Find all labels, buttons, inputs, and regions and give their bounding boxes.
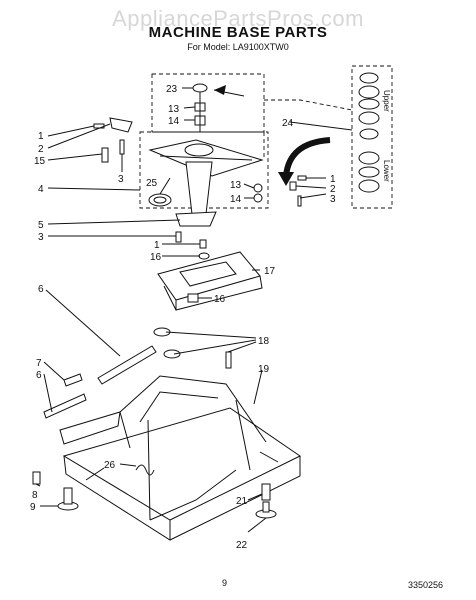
callout-2: 2 bbox=[330, 184, 336, 195]
arrow-head bbox=[214, 85, 226, 95]
callout-14: 14 bbox=[168, 116, 180, 127]
gearcase bbox=[148, 139, 264, 215]
callout-16: 16 bbox=[214, 294, 226, 305]
callout-18: 18 bbox=[258, 336, 270, 347]
callout-9: 9 bbox=[30, 502, 36, 513]
callout-13: 13 bbox=[168, 104, 180, 115]
callout-1: 1 bbox=[38, 131, 44, 142]
callout-3: 3 bbox=[38, 232, 44, 243]
callout-23: 23 bbox=[166, 84, 178, 95]
part-19-frame bbox=[59, 375, 301, 541]
part-6-rail-upper bbox=[97, 345, 157, 385]
part-26-spring bbox=[135, 464, 155, 476]
callout-1: 1 bbox=[154, 240, 160, 251]
part-5-bracket bbox=[175, 211, 217, 227]
part-23-seal bbox=[192, 83, 208, 93]
callout-7: 7 bbox=[36, 358, 42, 369]
curved-arrow bbox=[283, 137, 331, 177]
callout-15: 15 bbox=[34, 156, 46, 167]
callout-21: 21 bbox=[236, 496, 248, 507]
part-1-screw bbox=[199, 239, 207, 249]
callout-22: 22 bbox=[236, 540, 248, 551]
curved-arrow-head bbox=[278, 172, 294, 186]
callout-24: 24 bbox=[282, 118, 294, 129]
part-17-plate bbox=[157, 251, 263, 311]
part-16-grommet bbox=[198, 252, 210, 260]
callout-19: 19 bbox=[258, 364, 270, 375]
right-bracket-parts bbox=[289, 175, 307, 207]
lower-label: Lower bbox=[382, 160, 391, 182]
callout-5: 5 bbox=[38, 220, 44, 231]
callout-3: 3 bbox=[118, 174, 124, 185]
part-7-clip bbox=[63, 373, 83, 387]
left-bracket-parts bbox=[93, 117, 133, 163]
callout-4: 4 bbox=[38, 184, 44, 195]
callout-1: 1 bbox=[330, 174, 336, 185]
callout-26: 26 bbox=[104, 460, 116, 471]
leader-24 bbox=[289, 121, 353, 131]
callout-8: 8 bbox=[32, 490, 38, 501]
upper-label: Upper bbox=[382, 90, 391, 112]
watermark: AppliancePartsPros.com bbox=[112, 6, 364, 31]
part-21-22-foot bbox=[255, 483, 277, 519]
detail-lead-line bbox=[264, 99, 353, 111]
part-25-seal-inner bbox=[153, 196, 167, 204]
part-3-bolt bbox=[175, 231, 182, 243]
page-title: MACHINE BASE PARTS bbox=[148, 24, 328, 41]
leader-lines bbox=[35, 87, 327, 533]
callout-3: 3 bbox=[330, 194, 336, 205]
page-number: 9 bbox=[222, 578, 228, 588]
document-number: 3350256 bbox=[408, 580, 444, 590]
callout-25: 25 bbox=[146, 178, 158, 189]
callout-6: 6 bbox=[38, 284, 44, 295]
callout-6: 6 bbox=[36, 370, 42, 381]
part-13-14-right bbox=[253, 183, 263, 203]
callout-17: 17 bbox=[264, 266, 276, 277]
part-6-rail-lower bbox=[43, 393, 87, 419]
model-label: For Model: LA9100XTW0 bbox=[187, 42, 289, 52]
callout-14: 14 bbox=[230, 194, 242, 205]
callout-2: 2 bbox=[38, 144, 44, 155]
callout-13: 13 bbox=[230, 180, 242, 191]
callout-numbers: 1 2 15 3 4 25 23 13 14 24 13 14 1 2 3 5 … bbox=[30, 84, 336, 551]
upper-detail-box bbox=[151, 73, 265, 133]
bearing-stack bbox=[358, 72, 380, 193]
part-18-parts bbox=[153, 327, 232, 369]
callout-16: 16 bbox=[150, 252, 162, 263]
